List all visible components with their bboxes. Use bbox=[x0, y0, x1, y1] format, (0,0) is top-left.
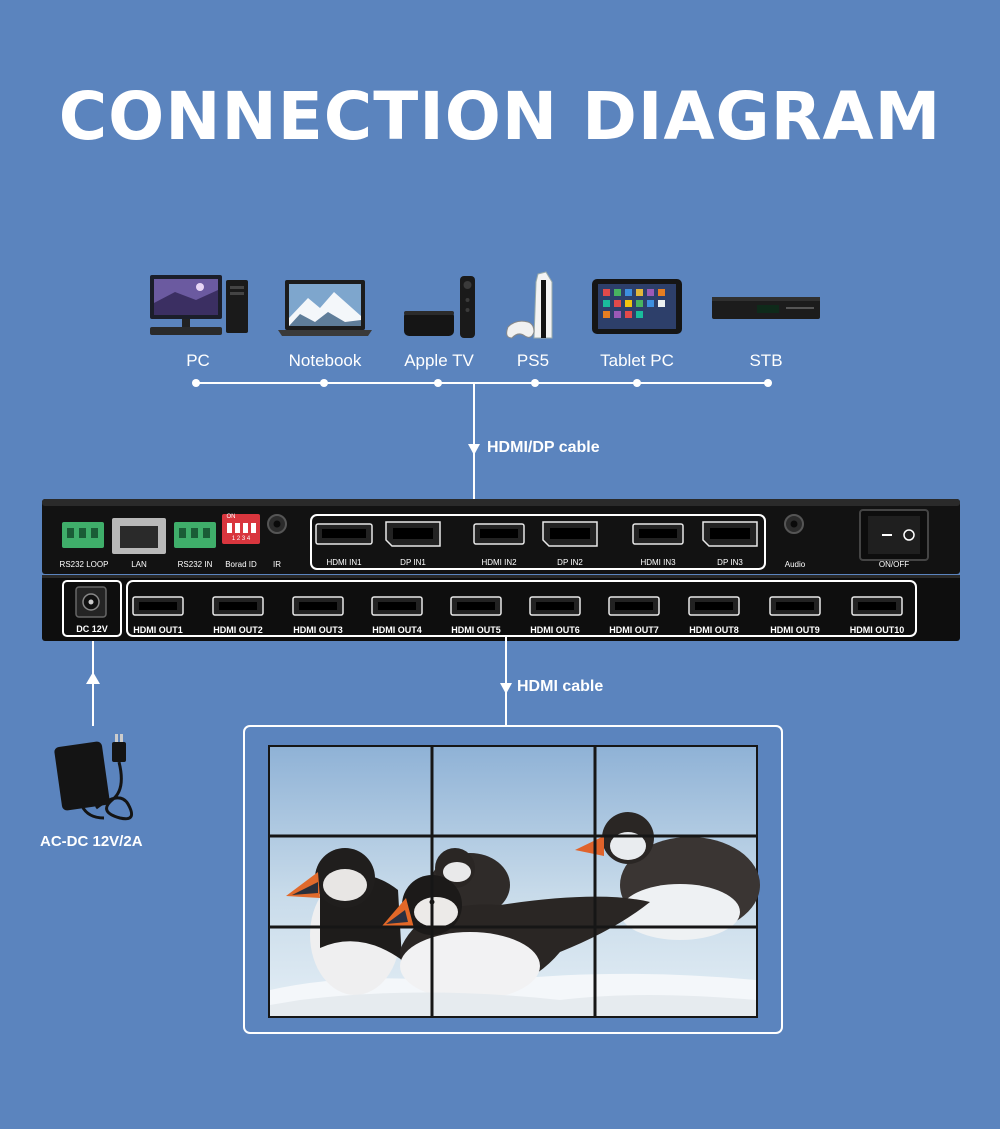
hdmi-in3-label: HDMI IN3 bbox=[640, 558, 676, 567]
hdmi-out7-label: HDMI OUT7 bbox=[609, 625, 659, 635]
down-arrow-icon bbox=[500, 683, 512, 694]
apple-tv-icon bbox=[404, 276, 475, 338]
power-switch bbox=[859, 509, 929, 561]
ps5-icon bbox=[506, 271, 553, 339]
hdmi-out6-port bbox=[529, 596, 581, 616]
hdmi-out10-label: HDMI OUT10 bbox=[849, 625, 905, 635]
lan-label: LAN bbox=[131, 560, 147, 569]
hdmi-out8-port bbox=[688, 596, 740, 616]
dp-in1-port bbox=[385, 521, 441, 547]
notebook-icon bbox=[278, 280, 372, 336]
dip-switch bbox=[222, 514, 260, 544]
source-label-ps5: PS5 bbox=[516, 351, 550, 370]
pc-icon bbox=[150, 275, 248, 335]
hdmi-out2-port bbox=[212, 596, 264, 616]
source-label-stb: STB bbox=[749, 351, 783, 370]
hdmi-out1-port bbox=[132, 596, 184, 616]
matrix-device-top-unit bbox=[42, 499, 960, 574]
hdmi-out10-port bbox=[851, 596, 903, 616]
dp-in2-port bbox=[542, 521, 598, 547]
hdmi-out9-label: HDMI OUT9 bbox=[770, 625, 820, 635]
hdmi-out4-label: HDMI OUT4 bbox=[372, 625, 422, 635]
hdmi-out4-port bbox=[371, 596, 423, 616]
output-line bbox=[500, 636, 512, 726]
hdmi-out8-label: HDMI OUT8 bbox=[689, 625, 739, 635]
rs232-in-label: RS232 IN bbox=[177, 560, 213, 569]
audio-label: Audio bbox=[784, 560, 806, 569]
hdmi-in1-port bbox=[315, 523, 373, 545]
dip-numbers-label: 1 2 3 4 bbox=[231, 536, 251, 542]
matrix-device-bottom-unit bbox=[42, 575, 960, 641]
video-wall bbox=[243, 725, 783, 1034]
rs232-loop-label: RS232 LOOP bbox=[59, 560, 109, 569]
hdmi-out2-label: HDMI OUT2 bbox=[213, 625, 263, 635]
dp-in3-label: DP IN3 bbox=[717, 558, 743, 567]
stb-icon bbox=[712, 297, 820, 319]
output-cable-label: HDMI cable bbox=[517, 678, 604, 695]
hdmi-out9-port bbox=[769, 596, 821, 616]
input-ports-highlight bbox=[310, 514, 766, 570]
power-adapter-label: AC-DC 12V/2A bbox=[40, 833, 143, 850]
on-off-label: ON/OFF bbox=[878, 560, 910, 569]
source-label-notebook: Notebook bbox=[288, 351, 362, 370]
board-id-label: Borad ID bbox=[225, 560, 257, 569]
hdmi-out3-port bbox=[292, 596, 344, 616]
ir-label: IR bbox=[273, 560, 281, 569]
page-title: CONNECTION DIAGRAM bbox=[58, 78, 942, 155]
input-cable-label: HDMI/DP cable bbox=[487, 439, 600, 456]
power-line bbox=[86, 641, 100, 726]
up-arrow-icon bbox=[86, 672, 100, 684]
hdmi-in1-label: HDMI IN1 bbox=[326, 558, 362, 567]
source-label-apple-tv: Apple TV bbox=[404, 351, 474, 370]
hdmi-in2-label: HDMI IN2 bbox=[481, 558, 517, 567]
hdmi-out3-label: HDMI OUT3 bbox=[293, 625, 343, 635]
dp-in1-label: DP IN1 bbox=[400, 558, 426, 567]
output-ports-highlight bbox=[126, 580, 917, 637]
dp-in2-label: DP IN2 bbox=[557, 558, 583, 567]
source-label-pc: PC bbox=[186, 351, 210, 370]
hdmi-out6-label: HDMI OUT6 bbox=[530, 625, 580, 635]
dp-in3-port bbox=[702, 521, 758, 547]
hdmi-out1-label: HDMI OUT1 bbox=[133, 625, 183, 635]
hdmi-in3-port bbox=[632, 523, 684, 545]
tablet-icon bbox=[592, 279, 682, 334]
hdmi-in2-port bbox=[473, 523, 525, 545]
hdmi-out5-port bbox=[450, 596, 502, 616]
power-adapter-icon bbox=[54, 734, 134, 821]
source-label-tablet-pc: Tablet PC bbox=[600, 351, 674, 370]
dip-on-label: ON bbox=[226, 514, 236, 520]
down-arrow-icon bbox=[468, 444, 480, 455]
dc-12v-label: DC 12V bbox=[76, 624, 108, 634]
puffins-photo bbox=[270, 747, 760, 1016]
hdmi-out5-label: HDMI OUT5 bbox=[451, 625, 501, 635]
input-bus bbox=[192, 379, 772, 516]
dc-port-highlight bbox=[62, 580, 122, 637]
hdmi-out7-port bbox=[608, 596, 660, 616]
